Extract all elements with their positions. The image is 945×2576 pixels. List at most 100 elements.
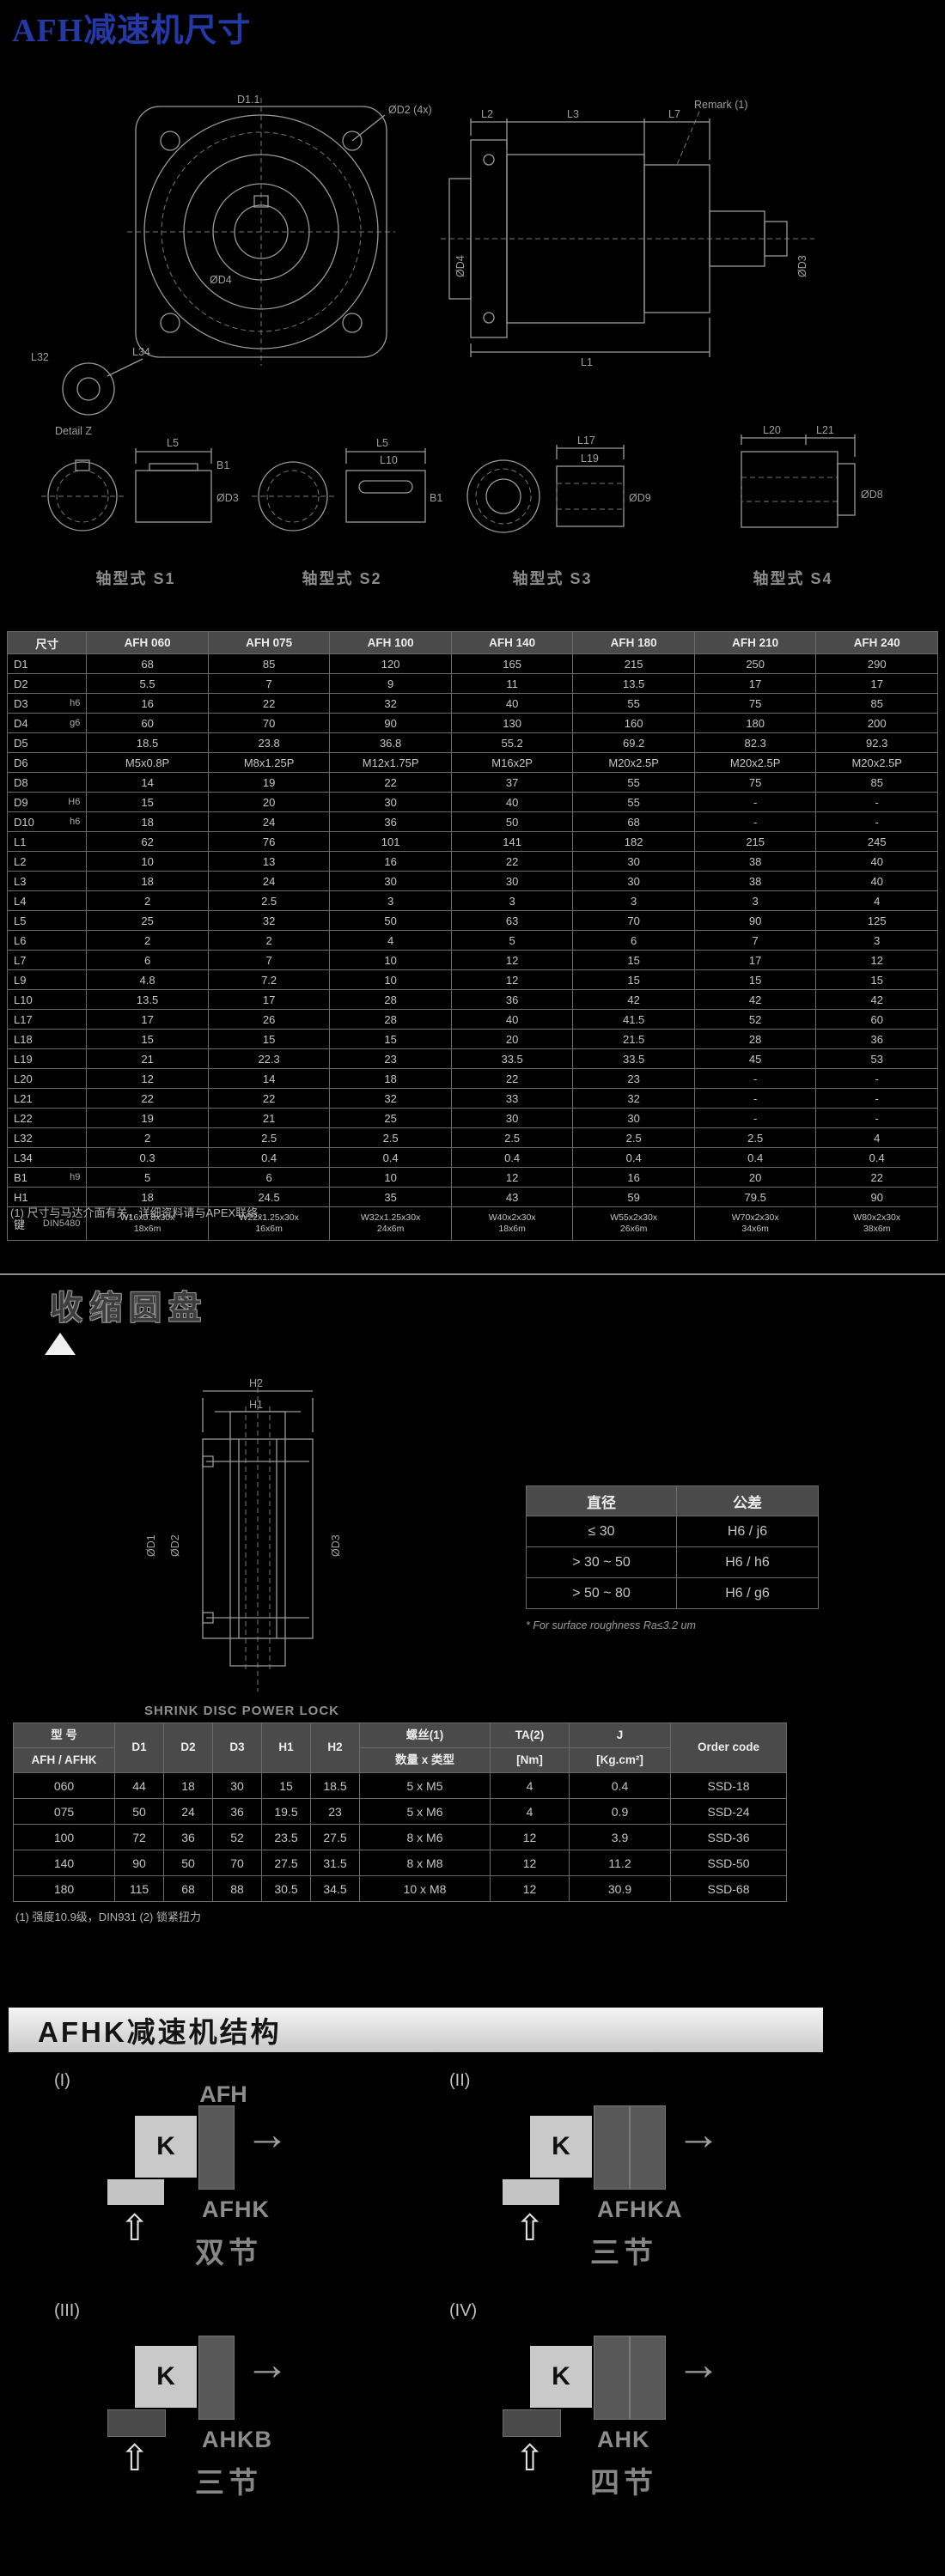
j-subheader: [Kg.cm²] [569, 1747, 671, 1773]
dim-value-cell: 17 [815, 673, 938, 694]
shrink-cell: 3.9 [569, 1824, 671, 1850]
dim-value-cell: 0.4 [693, 1147, 817, 1168]
shrink-cell: 50 [114, 1798, 164, 1825]
shrink-cell: 34.5 [310, 1875, 360, 1902]
structure-diagram-IV: (IV) K → ⇧ AHK 四节 [434, 2298, 829, 2528]
dim-name: L19 [14, 1052, 33, 1066]
dim-value-cell: 41.5 [572, 1009, 695, 1030]
dim-value-cell: 4 [815, 1127, 938, 1148]
dim-tolerance: H6 [68, 797, 81, 807]
dim-value-cell: 16 [86, 693, 209, 714]
dim-value-cell: 2.5 [207, 1127, 331, 1148]
dim-label: H2 [249, 1377, 263, 1389]
dim-value-cell: 63 [450, 910, 574, 931]
shrink-cell: 8 x M8 [359, 1850, 491, 1876]
dim-value-cell: 6 [207, 1167, 331, 1188]
dim-row-label: L34 [6, 1147, 88, 1168]
dim-value-cell: 92.3 [815, 732, 938, 753]
stage-block [198, 2105, 235, 2190]
shaft-type-caption: 轴型式 S3 [512, 569, 592, 587]
dim-col-header: AFH 210 [693, 631, 817, 654]
shaft-type-s3-drawing: L17 L19 ØD9 轴型式 S3 [466, 434, 651, 587]
right-arrow-icon: → [676, 2110, 721, 2160]
dim-label: L5 [376, 437, 388, 449]
shrink-cell: 060 [13, 1772, 115, 1799]
dim-value-cell: 7 [693, 930, 817, 951]
dim-value-cell: M8x1.25P [207, 752, 331, 773]
dim-name: L9 [14, 973, 27, 987]
dim-value-cell: W22x1.25x30x 16x6m [207, 1206, 331, 1241]
dim-label: ØD4 [210, 274, 232, 286]
shrink-cell: 8 x M6 [359, 1824, 491, 1850]
dim-row-label: L6 [6, 930, 88, 951]
dim-row-label-wrap: L6 [9, 934, 86, 947]
dim-name: D9 [14, 795, 28, 809]
stage-block [198, 2336, 235, 2420]
dim-value-cell: W32x1.25x30x 24x6m [329, 1206, 452, 1241]
dim-value-cell: 0.4 [450, 1147, 574, 1168]
dim-row-label: L18 [6, 1029, 88, 1049]
dim-label: L20 [763, 424, 781, 436]
dim-value-cell: 12 [815, 950, 938, 970]
dim-value-cell: 125 [815, 910, 938, 931]
dim-value-cell: 19 [86, 1108, 209, 1128]
dim-value-cell: 15 [86, 792, 209, 812]
dim-value-cell: 36.8 [329, 732, 452, 753]
shrink-cell: 72 [114, 1824, 164, 1850]
dim-value-cell: 18 [329, 1068, 452, 1089]
dim-value-cell: 15 [207, 1029, 331, 1049]
shrink-cell: 27.5 [261, 1850, 311, 1876]
dim-col-header: AFH 180 [572, 631, 695, 654]
shrink-cell: 5 x M6 [359, 1798, 491, 1825]
dim-value-cell: 16 [329, 851, 452, 872]
front-view-drawing: D1.1 ØD2 (4x) ØD4 [127, 94, 432, 366]
dim-value-cell: 52 [693, 1009, 817, 1030]
dim-value-cell: 33.5 [450, 1048, 574, 1069]
dim-tolerance: DIN5480 [42, 1218, 81, 1229]
dim-name: D2 [14, 677, 28, 690]
dim-label: L5 [167, 437, 179, 449]
dim-label: L3 [567, 108, 579, 120]
dim-name: L34 [14, 1151, 33, 1164]
dim-value-cell: 20 [450, 1029, 574, 1049]
diagram-name: AHKB [202, 2427, 272, 2452]
dim-label: L10 [380, 454, 398, 466]
dim-value-cell: 60 [815, 1009, 938, 1030]
dim-label: B1 [216, 459, 229, 471]
dim-value-cell: 23 [572, 1068, 695, 1089]
dim-value-cell: 12 [450, 969, 574, 990]
dim-label: L17 [577, 434, 595, 447]
dim-value-cell: 18 [86, 811, 209, 832]
dim-value-cell: 2 [207, 930, 331, 951]
dim-value-cell: 22 [86, 1088, 209, 1109]
dim-value-cell: 12 [450, 1167, 574, 1188]
shrink-cell: 0.4 [569, 1772, 671, 1799]
shrink-disc-drawing: H2 H1 ØD1 ØD2 ØD3 [145, 1377, 342, 1692]
dim-label: ØD3 [216, 492, 239, 504]
shrink-cell: 23 [310, 1798, 360, 1825]
dim-row-label-wrap: L18 [9, 1033, 86, 1046]
screw-subheader: 数量 x 类型 [359, 1747, 491, 1773]
dim-name: L4 [14, 894, 27, 908]
dim-name: L2 [14, 854, 27, 868]
shrink-cell: 70 [212, 1850, 262, 1876]
right-arrow-icon: → [676, 2340, 721, 2390]
shrink-cell: 5 x M5 [359, 1772, 491, 1799]
surface-roughness-note: * For surface roughness Ra≤3.2 um [526, 1619, 696, 1631]
dim-name: L22 [14, 1111, 33, 1125]
dim-value-cell: 22.3 [207, 1048, 331, 1069]
